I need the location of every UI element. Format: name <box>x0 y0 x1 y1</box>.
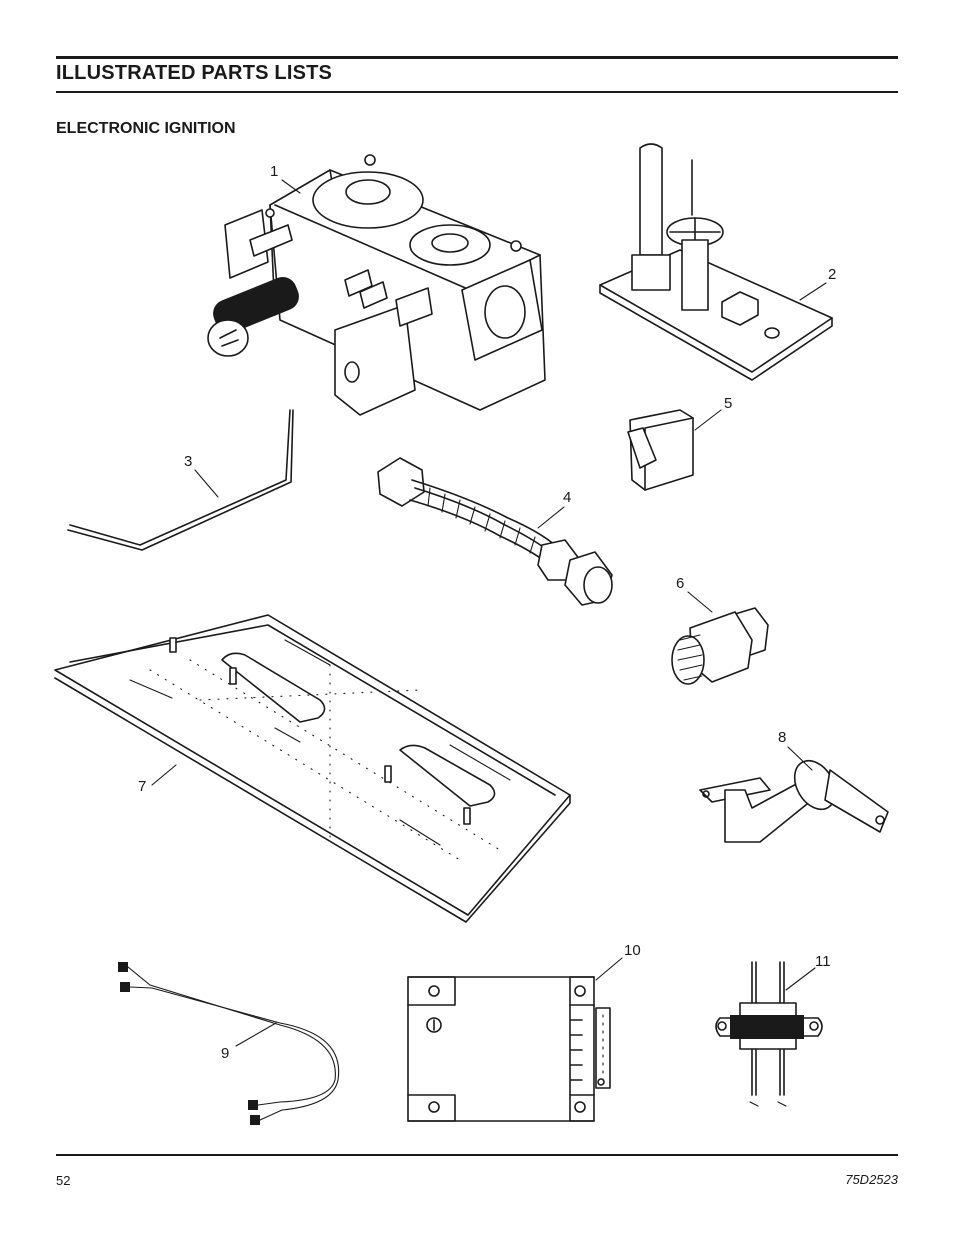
header-rule-top <box>56 56 898 59</box>
callout-11: 11 <box>815 953 831 970</box>
callout-7: 7 <box>138 778 146 795</box>
callout-2: 2 <box>828 266 836 283</box>
callout-8: 8 <box>778 729 786 746</box>
callout-6: 6 <box>676 575 684 592</box>
part-11-transformer <box>715 961 823 1107</box>
callout-3: 3 <box>184 453 192 470</box>
callout-5: 5 <box>724 395 732 412</box>
part-2-pilot-assembly <box>599 143 833 381</box>
part-1-gas-valve <box>207 154 546 416</box>
callout-labels: 1 2 3 4 5 6 7 8 9 10 11 <box>138 163 836 1062</box>
footer-rule <box>56 1154 898 1156</box>
part-3-rod <box>67 409 294 551</box>
part-7-base-pan <box>54 614 571 923</box>
part-4-flex-line <box>377 457 613 606</box>
callout-4: 4 <box>563 489 571 506</box>
part-8-burner-tube <box>699 759 889 843</box>
callout-1: 1 <box>270 163 278 180</box>
document-number: 75D2523 <box>845 1172 898 1187</box>
part-10-control-module <box>407 976 611 1122</box>
page-title: ILLUSTRATED PARTS LISTS <box>56 62 333 84</box>
part-5-switch <box>627 409 694 491</box>
header-rule-bottom <box>56 91 898 93</box>
section-title: ELECTRONIC IGNITION <box>56 120 236 137</box>
callout-9: 9 <box>221 1045 229 1062</box>
page-number: 52 <box>56 1173 71 1188</box>
callout-10: 10 <box>624 942 641 959</box>
leader-lines <box>151 179 827 1047</box>
part-6-fitting <box>671 607 769 685</box>
part-9-wire-harness <box>118 962 340 1125</box>
